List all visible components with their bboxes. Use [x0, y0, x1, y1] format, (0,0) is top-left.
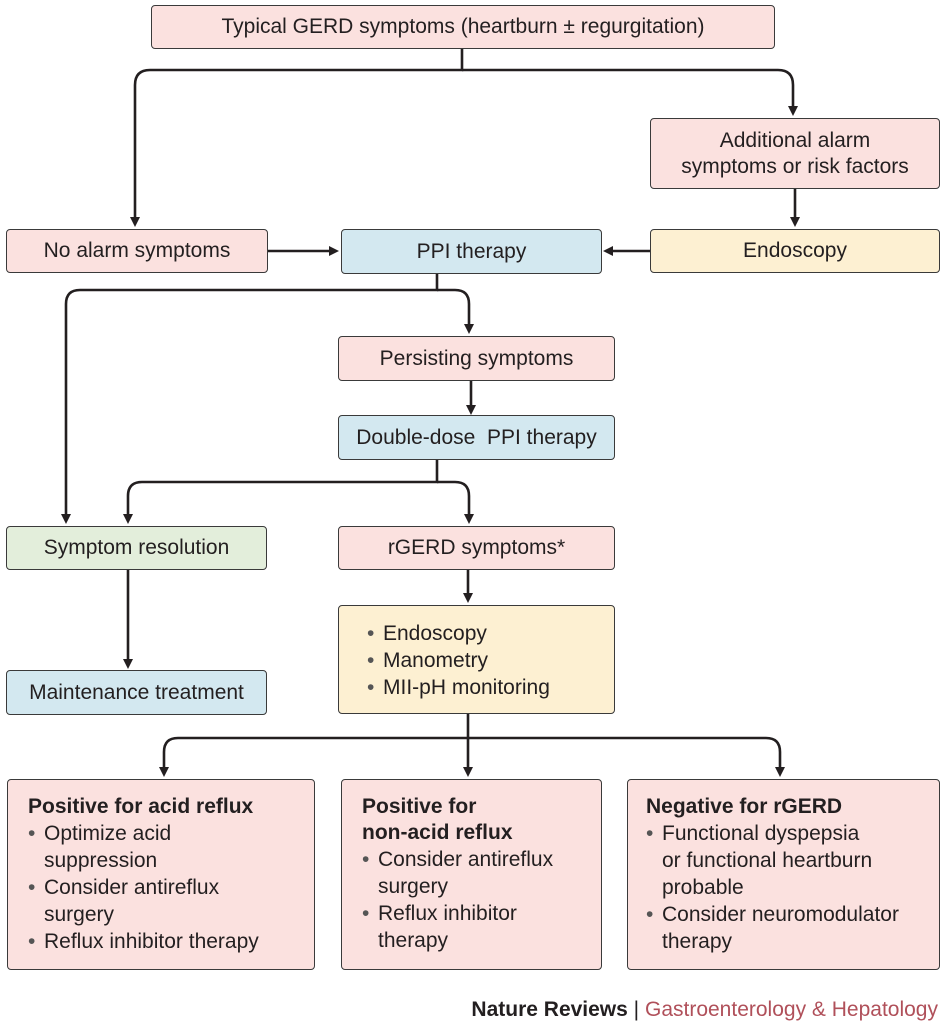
maintenance-treatment-label: Maintenance treatment [29, 680, 244, 704]
outcome-acid-reflux-list: Optimize acid suppression Consider antir… [28, 820, 259, 955]
ppi-therapy-box: PPI therapy [341, 229, 602, 274]
outcome-non-acid-reflux-list: Consider antireflux surgery Reflux inhib… [362, 846, 553, 954]
outcome-non-acid-reflux-box: Positive for non-acid reflux Consider an… [341, 779, 602, 970]
outcome-item-line: Consider antireflux [378, 848, 554, 871]
alarm-label-line1: Additional alarm [719, 128, 871, 152]
rgerd-symptoms-label: rGERD symptoms* [387, 536, 566, 559]
outcome-item: Optimize acid suppression [28, 820, 259, 874]
test-item: Manometry [367, 647, 550, 674]
endoscopy-box: Endoscopy [650, 229, 940, 273]
outcome-negative-rgerd-title: Negative for rGERD [646, 795, 843, 818]
journal-footer: Nature Reviews | Gastroenterology & Hepa… [471, 998, 938, 1022]
persisting-symptoms-label: Persisting symptoms [379, 346, 574, 370]
journal-section: Gastroenterology & Hepatology [644, 998, 938, 1021]
no-alarm-label: No alarm symptoms [43, 239, 231, 262]
diagnostic-tests-list: Endoscopy Manometry MII-pH monitoring [367, 620, 550, 701]
outcome-item-line: therapy [378, 929, 449, 952]
typical-gerd-label: Typical GERD symptoms (heartburn ± regur… [221, 15, 705, 38]
outcome-item: Consider antireflux surgery [28, 874, 259, 928]
arrow-ppi-to-resolution [61, 274, 439, 524]
ppi-therapy-label: PPI therapy [416, 239, 527, 263]
outcome-non-acid-title-line1: Positive for [362, 795, 477, 818]
outcome-item-line: surgery [378, 875, 449, 898]
arrow-gerd-to-alarm [462, 68, 798, 116]
outcome-item: Reflux inhibitor therapy [362, 900, 553, 954]
outcome-negative-rgerd-list: Functional dyspepsia or functional heart… [646, 820, 899, 955]
rgerd-symptoms-box: rGERD symptoms* [338, 526, 615, 570]
arrow-tests-to-negative [468, 736, 785, 777]
outcome-item-line: Consider antireflux [44, 876, 220, 899]
outcome-negative-rgerd-box: Negative for rGERD Functional dyspepsia … [627, 779, 940, 970]
outcome-item-line: or functional heartburn [662, 849, 873, 872]
outcome-item: Reflux inhibitor therapy [28, 928, 259, 955]
symptom-resolution-box: Symptom resolution [6, 526, 267, 570]
symptom-resolution-label: Symptom resolution [43, 536, 230, 559]
outcome-acid-reflux-title: Positive for acid reflux [28, 795, 254, 818]
arrow-gerd-to-no-alarm [130, 49, 464, 227]
journal-name: Nature Reviews [471, 998, 628, 1021]
endoscopy-label: Endoscopy [743, 239, 847, 262]
outcome-item-line: Functional dyspepsia [662, 822, 860, 845]
outcome-item-line: Consider neuromodulator [662, 903, 899, 926]
outcome-item-line: surgery [44, 903, 115, 926]
arrow-double-to-resolution [123, 460, 439, 524]
footer-separator: | [633, 998, 640, 1021]
test-item: Endoscopy [367, 620, 550, 647]
arrow-ppi-to-persisting [437, 288, 474, 334]
maintenance-treatment-box: Maintenance treatment [6, 670, 267, 715]
no-alarm-box: No alarm symptoms [6, 229, 268, 273]
test-item: MII-pH monitoring [367, 674, 550, 701]
outcome-item-line: probable [662, 876, 744, 899]
alarm-label-line2: symptoms or risk factors [681, 154, 909, 178]
arrow-tests-to-acid [159, 714, 470, 777]
outcome-item-line: Reflux inhibitor [378, 902, 517, 925]
double-dose-ppi-label: Double-dose PPI therapy [356, 425, 597, 449]
outcome-item: Consider antireflux surgery [362, 846, 553, 900]
outcome-item-line: Reflux inhibitor therapy [44, 930, 259, 953]
outcome-item-line: suppression [44, 849, 158, 872]
outcome-non-acid-title-line2: non-acid reflux [362, 821, 513, 844]
persisting-symptoms-box: Persisting symptoms [338, 336, 615, 381]
double-dose-ppi-box: Double-dose PPI therapy [338, 415, 615, 460]
diagnostic-tests-box: Endoscopy Manometry MII-pH monitoring [338, 605, 615, 714]
arrow-double-to-rgerd [437, 480, 474, 524]
alarm-symptoms-box: Additional alarm symptoms or risk factor… [650, 118, 940, 189]
outcome-item-line: therapy [662, 930, 733, 953]
typical-gerd-box: Typical GERD symptoms (heartburn ± regur… [151, 5, 775, 49]
outcome-acid-reflux-box: Positive for acid reflux Optimize acid s… [7, 779, 315, 970]
outcome-item-line: Optimize acid [44, 822, 172, 845]
outcome-item: Functional dyspepsia or functional heart… [646, 820, 899, 901]
outcome-item: Consider neuromodulator therapy [646, 901, 899, 955]
